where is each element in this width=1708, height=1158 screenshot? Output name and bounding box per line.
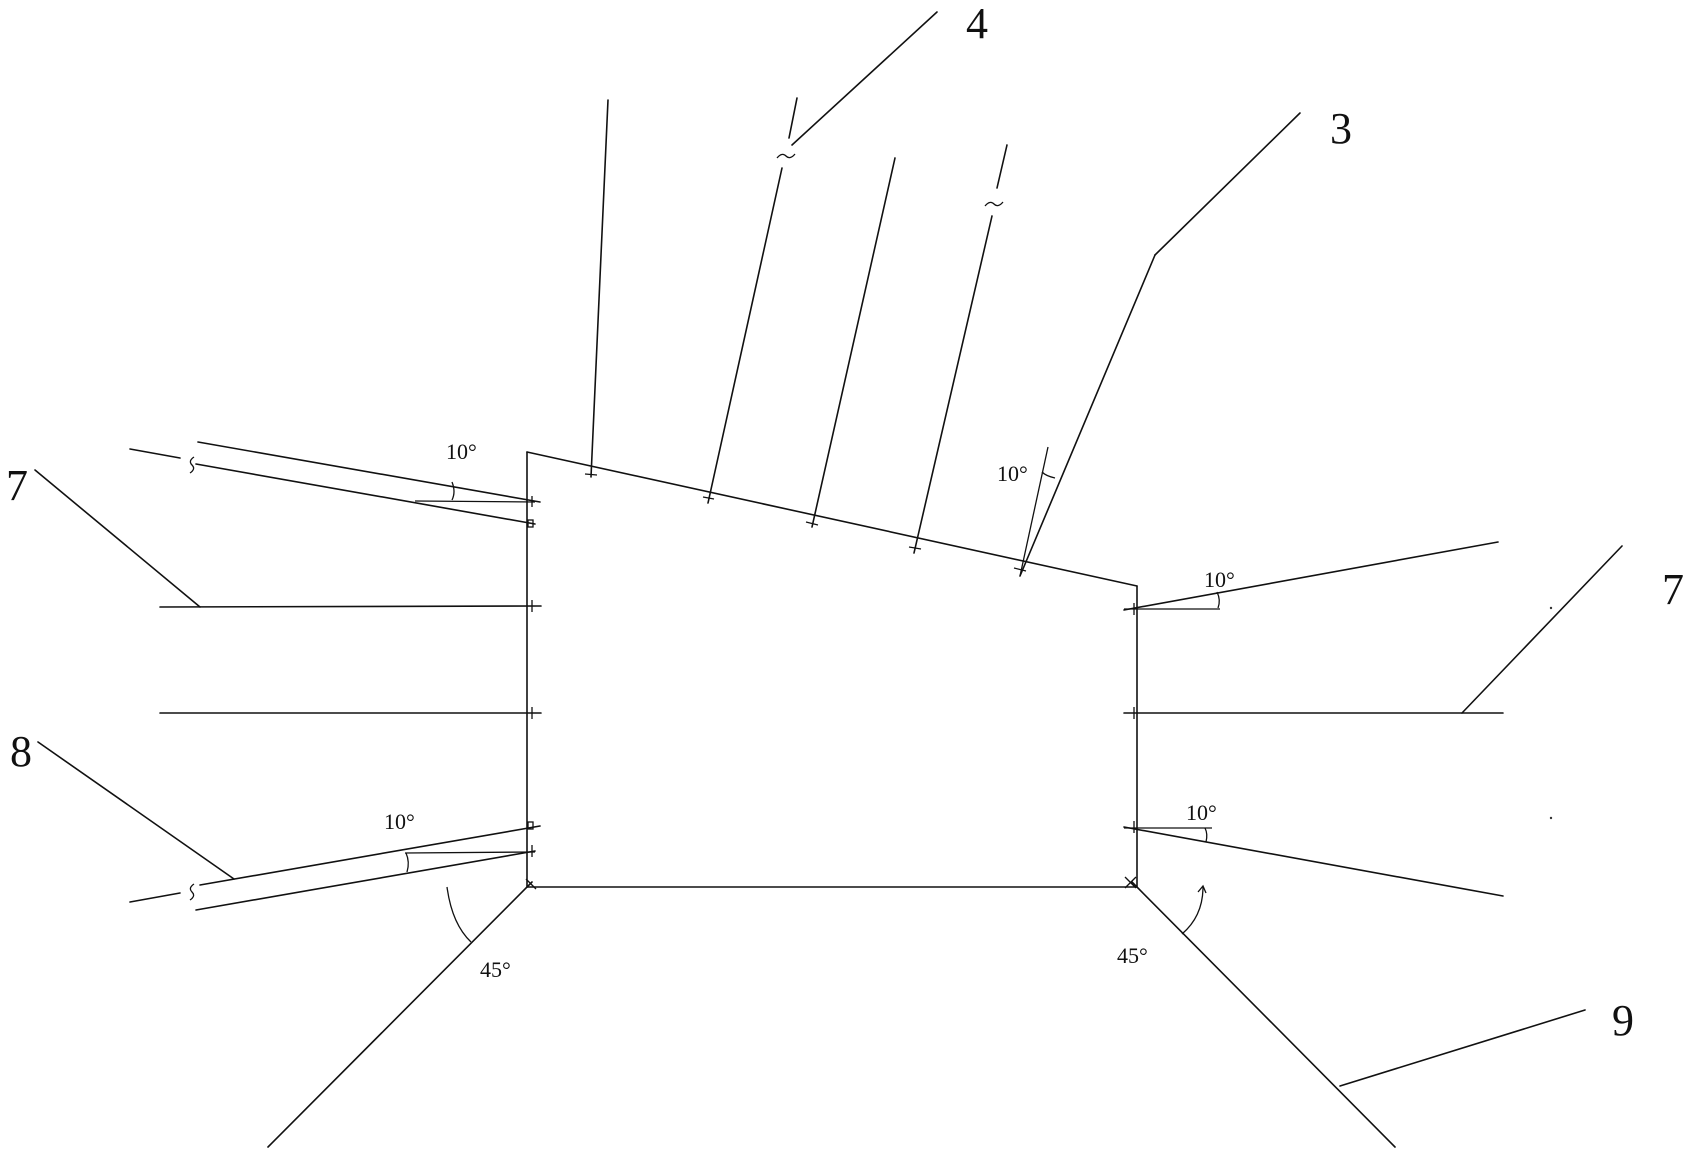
callout-label-7-left: 7 — [6, 461, 28, 510]
floor-bolt-left — [268, 882, 532, 1147]
right-lower-angle-arc — [1205, 828, 1207, 842]
roof-bolt-4-upper — [997, 145, 1007, 188]
roof-bolt-1-tick — [585, 474, 597, 475]
callout-label-4: 4 — [966, 0, 988, 48]
roof-bolt-2 — [708, 168, 782, 503]
callout-label-9: 9 — [1612, 996, 1634, 1045]
right-side-bolts: 10° 10° — [1124, 542, 1552, 896]
roof-bolt-1 — [591, 100, 608, 477]
right-upper-angle-arc — [1217, 592, 1219, 608]
right-faint-dot-1 — [1550, 607, 1552, 609]
right-lower-bolt — [1124, 827, 1503, 896]
leader-7-left — [35, 470, 200, 607]
left-upper-horizontal-ref — [415, 501, 535, 502]
left-side-bolts: 10° 10° — [130, 439, 541, 910]
floor-left-angle-label: 45° — [480, 957, 511, 982]
left-lower-bolt-b-outer — [130, 893, 180, 902]
outline-roof — [527, 452, 1137, 586]
left-middle-bolt-1 — [160, 606, 541, 607]
roof-bolt-4-break-mark — [985, 202, 1003, 206]
left-lower-bolt-b — [196, 851, 535, 910]
left-upper-angle-label: 10° — [446, 439, 477, 464]
left-upper-bolt-b — [196, 464, 535, 524]
callout-label-3: 3 — [1330, 104, 1352, 153]
roof-anchor-angle-label: 10° — [997, 461, 1028, 486]
floor-right-angle-arrow — [1198, 886, 1206, 893]
right-lower-angle-label: 10° — [1186, 800, 1217, 825]
floor-corner-bolts: 45° 45° — [268, 877, 1395, 1147]
floor-right-angle-arc — [1182, 887, 1203, 934]
roof-bolt-2-break-mark — [777, 154, 795, 158]
roof-bolts — [585, 98, 1007, 553]
floor-left-angle-arc — [447, 887, 471, 942]
right-faint-dot-2 — [1550, 817, 1552, 819]
floor-bolt-right — [1132, 882, 1395, 1147]
right-upper-angle-label: 10° — [1204, 567, 1235, 592]
roof-anchor-tick — [1014, 568, 1026, 571]
callout-label-8: 8 — [10, 727, 32, 776]
floor-right-angle-label: 45° — [1117, 943, 1148, 968]
right-upper-bolt — [1124, 542, 1498, 610]
roof-anchor-angle-arc — [1042, 472, 1055, 478]
left-upper-break-mark — [190, 457, 194, 473]
left-lower-horizontal-ref — [405, 852, 535, 853]
roof-anchor-line — [1020, 255, 1155, 576]
left-upper-angle-arc — [452, 482, 454, 500]
left-upper-bolt-a — [198, 442, 540, 502]
leader-3 — [1155, 113, 1300, 255]
roof-bolt-3 — [812, 158, 895, 527]
leader-4 — [792, 12, 937, 145]
callouts: 4 3 7 7 8 9 — [6, 0, 1684, 1086]
inclined-roof-anchor: 10° — [997, 255, 1155, 576]
roof-bolt-2-upper — [789, 98, 797, 138]
leader-8 — [38, 742, 234, 879]
left-lower-angle-arc — [406, 853, 408, 872]
left-lower-angle-label: 10° — [384, 809, 415, 834]
left-lower-bolt-a — [200, 826, 540, 885]
leader-7-right — [1462, 546, 1622, 713]
left-lower-break-mark — [190, 884, 194, 900]
callout-label-7-right: 7 — [1662, 565, 1684, 614]
left-upper-bolt-b-outer — [130, 449, 180, 458]
roof-bolt-4 — [914, 216, 992, 553]
leader-9 — [1340, 1010, 1585, 1086]
